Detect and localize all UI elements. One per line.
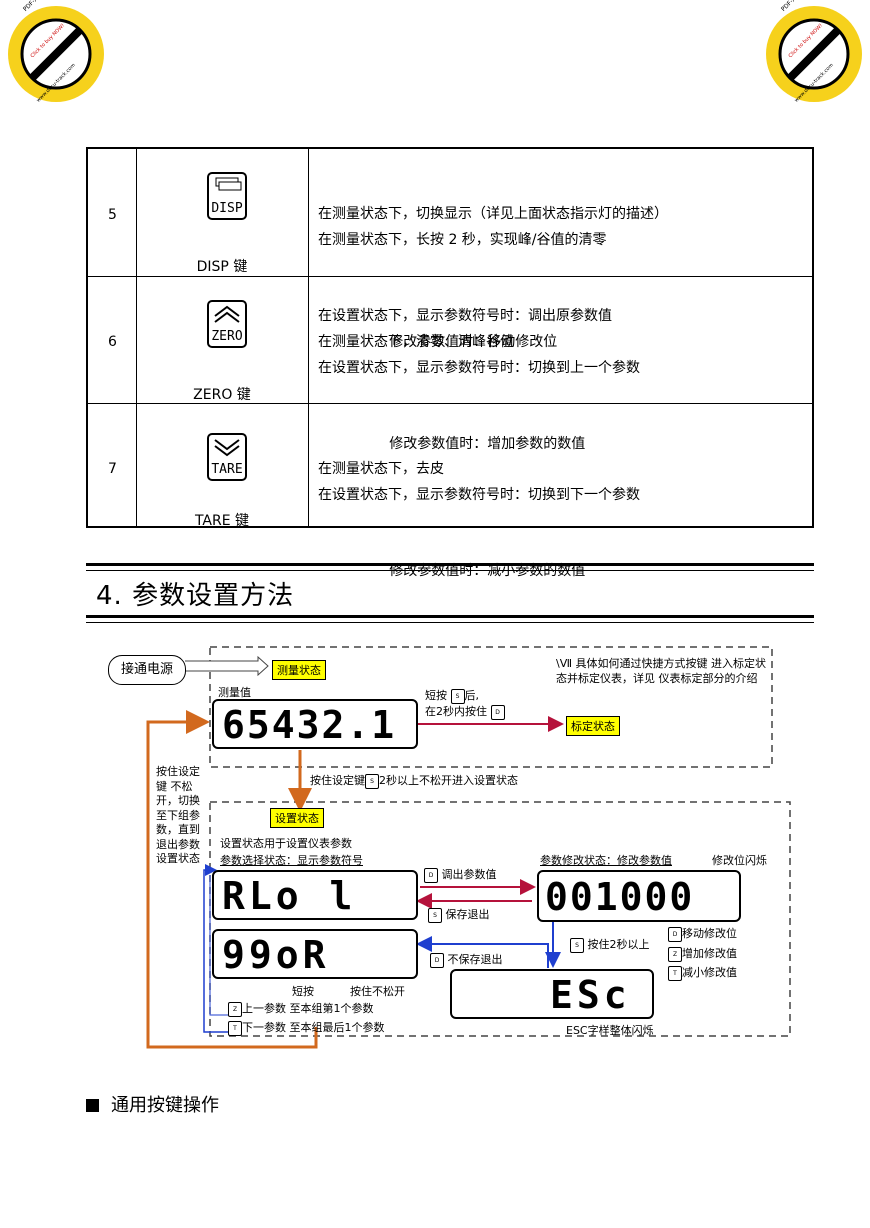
buy-now-badge-icon[interactable] xyxy=(6,4,106,104)
section-title: 4. 参数设置方法 xyxy=(96,581,295,611)
tare-key-icon: TARE xyxy=(207,433,247,481)
power-on-node: 接通电源 xyxy=(108,655,186,685)
set-state-tag: 设置状态 xyxy=(270,808,324,828)
divider xyxy=(86,563,814,566)
table-row: 6 ZERO ZERO 键 在测量状态下，清零、清峰谷值在设置状态下，显示参数符… xyxy=(88,276,812,452)
svg-text:TARE: TARE xyxy=(211,462,242,477)
square-bullet-icon xyxy=(86,1099,99,1112)
zero-key-icon: ZERO xyxy=(207,300,247,348)
calib-state-tag: 标定状态 xyxy=(566,716,620,736)
param-symbol-display: 99oR xyxy=(212,929,418,979)
calib-note: \Ⅶ 具体如何通过快捷方式按键 进入标定状态并标定仪表，详见 仪表标定部分的介绍 xyxy=(556,657,767,685)
disp-key-icon: DISP xyxy=(207,172,247,220)
table-row: 7 TARE TARE 键 在测量状态下，去皮在设置状态下，显示参数符号时：切换… xyxy=(88,403,812,579)
esc-display: ESc xyxy=(450,969,654,1019)
measure-display: 65432.1 xyxy=(212,699,418,749)
key-table: 5 DISP DISP 键 在测量状态下，切换显示（详见上面状态指示灯的描述）在… xyxy=(86,147,814,579)
measure-state-tag: 测量状态 xyxy=(272,660,326,680)
divider xyxy=(86,622,814,623)
divider xyxy=(86,570,814,571)
parameter-flow-diagram xyxy=(146,646,791,1049)
divider xyxy=(86,615,814,618)
table-row: 5 DISP DISP 键 在测量状态下，切换显示（详见上面状态指示灯的描述）在… xyxy=(88,149,812,350)
svg-text:DISP: DISP xyxy=(211,201,242,216)
param-symbol-display: RLo l xyxy=(212,870,418,920)
general-key-operation-heading: 通用按键操作 xyxy=(86,1091,219,1117)
param-value-display: 001000 xyxy=(537,870,741,922)
svg-text:ZERO: ZERO xyxy=(211,329,242,344)
left-loop-note: 按住设定键 不松开，切换至下组参数，直到退出参数设置状态 xyxy=(156,765,200,865)
buy-now-badge-icon[interactable] xyxy=(764,4,864,104)
